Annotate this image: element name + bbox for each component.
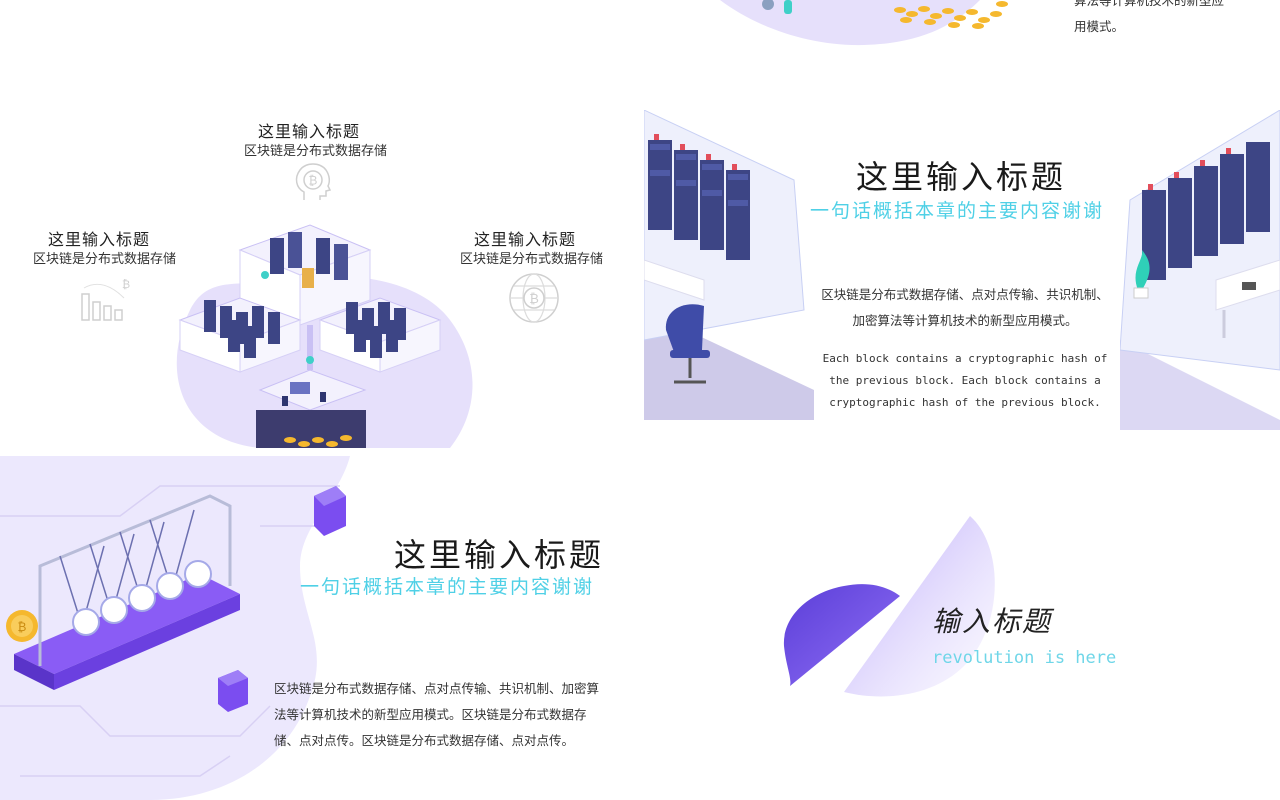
svg-text:₿: ₿ — [309, 174, 318, 188]
item-title-top: 这里输入标题 — [258, 122, 361, 141]
slide-blockchain-overview: 这里输入标题 区块链是分布式数据存储 ₿ 这里输入标题 区块链是分布式数据存储 … — [0, 60, 640, 448]
item-title-right: 这里输入标题 — [474, 230, 577, 249]
slide-title-card: 输入标题 revolution is here — [644, 456, 1280, 800]
lavender-circuit-background: ₿ — [0, 456, 350, 800]
top-partial-text: 算法等计算机技术的新型应 用模式。 — [1074, 0, 1274, 40]
svg-text:₿: ₿ — [122, 278, 130, 291]
slide3-title: 这里输入标题 — [394, 536, 605, 574]
item-desc-top: 区块链是分布式数据存储 — [244, 144, 388, 159]
svg-text:₿: ₿ — [18, 620, 27, 634]
top-partial-line1: 算法等计算机技术的新型应 — [1074, 0, 1225, 8]
slide-datacenter-intro: 这里输入标题 一句话概括本章的主要内容谢谢 区块链是分布式数据存储、点对点传输、… — [644, 60, 1280, 448]
top-illustration — [720, 0, 1008, 46]
top-partial-line2: 用模式。 — [1074, 19, 1125, 34]
slide2-subtitle: 一句话概括本章的主要内容谢谢 — [810, 200, 1105, 222]
item-title-left: 这里输入标题 — [48, 230, 151, 249]
slide3-subtitle: 一句话概括本章的主要内容谢谢 — [300, 576, 595, 598]
server-room-right-illustration — [1120, 110, 1280, 430]
slide-top-partial: 算法等计算机技术的新型应 用模式。 — [0, 0, 1280, 60]
slide2-body-en: Each block contains a cryptographic hash… — [822, 352, 1108, 409]
item-desc-right: 区块链是分布式数据存储 — [460, 252, 604, 267]
slide3-body-cn: 区块链是分布式数据存储、点对点传输、共识机制、加密算法等计算机技术的新型应用模式… — [274, 681, 600, 748]
slide4-subtitle: revolution is here — [932, 648, 1117, 668]
slide2-title: 这里输入标题 — [856, 158, 1067, 196]
isometric-datacenter-illustration — [178, 224, 442, 448]
svg-text:₿: ₿ — [529, 292, 539, 307]
bitcoin-head-icon: ₿ — [295, 163, 332, 200]
globe-bitcoin-icon: ₿ — [509, 273, 559, 323]
slide4-title: 输入标题 — [932, 605, 1053, 638]
slide2-body-cn: 区块链是分布式数据存储、点对点传输、共识机制、加密算法等计算机技术的新型应用模式… — [821, 287, 1109, 328]
item-desc-left: 区块链是分布式数据存储 — [33, 252, 177, 267]
bar-chart-bitcoin-icon: ₿ — [81, 278, 130, 321]
slide-newton-cradle: ₿ 这里输入标题 一句话概括本章的主要内容谢谢 区块链是分布式数据存储、点对点传… — [0, 456, 640, 800]
server-room-left-illustration — [644, 110, 814, 420]
gradient-shape-graphic — [783, 516, 995, 697]
